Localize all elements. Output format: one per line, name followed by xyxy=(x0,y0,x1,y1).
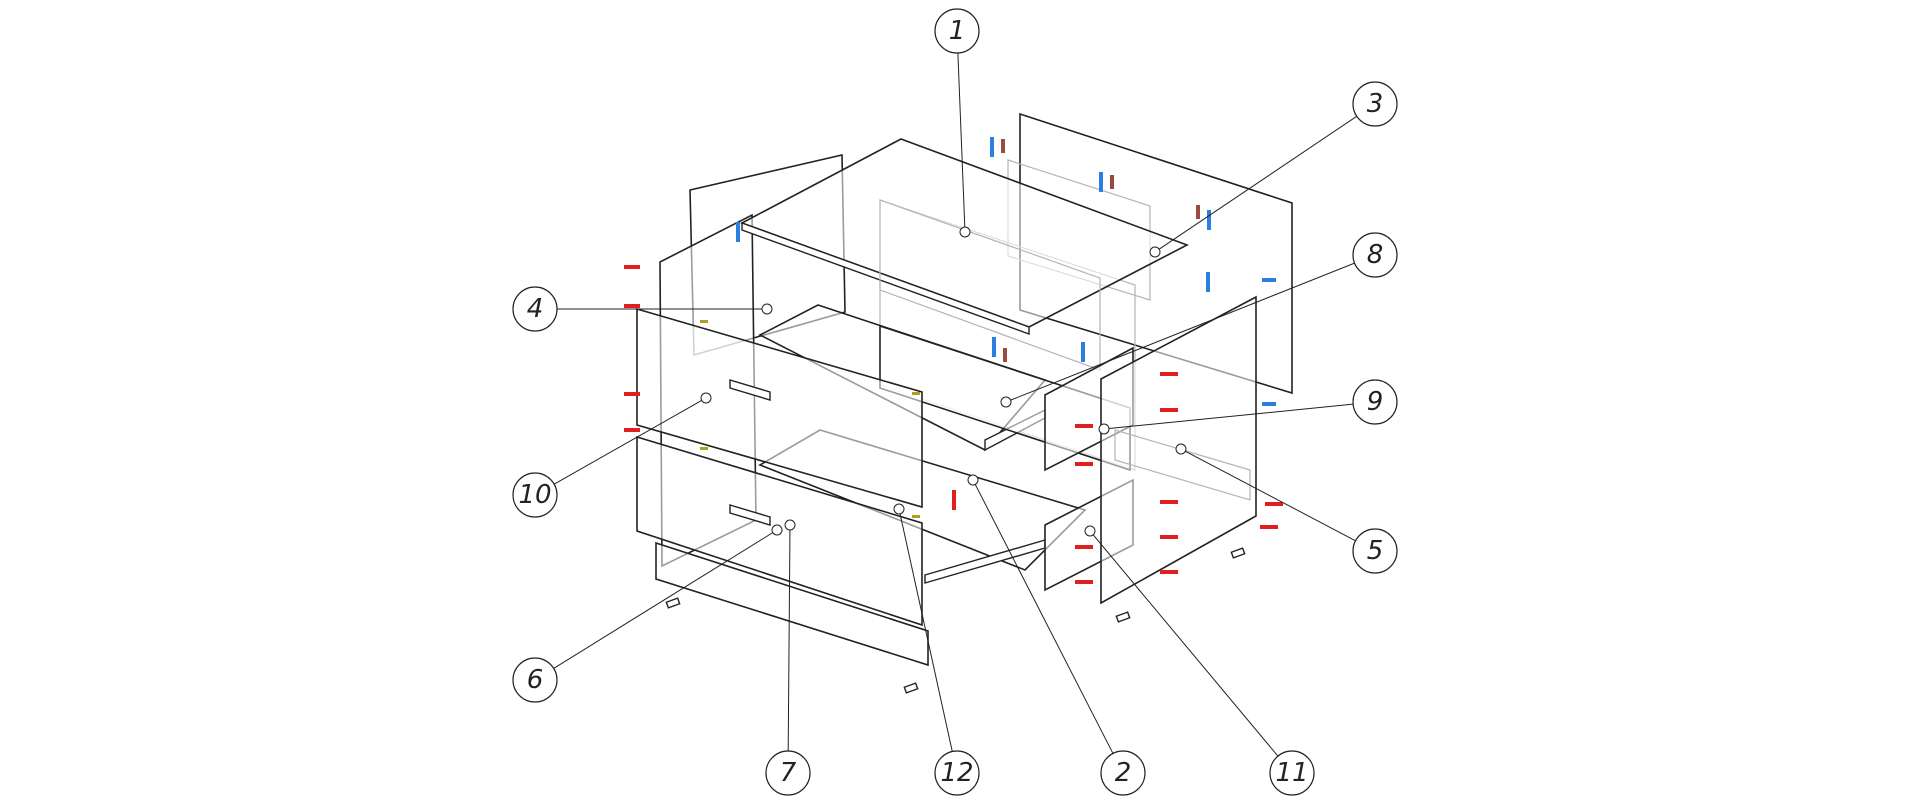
leader-anchor xyxy=(784,519,796,531)
leader-anchor xyxy=(959,226,971,238)
leader-line xyxy=(553,532,774,669)
upper-drawer-front xyxy=(636,307,923,509)
callout-bubble xyxy=(765,750,811,796)
callout-number: 9 xyxy=(1367,387,1384,417)
leader-line xyxy=(957,52,966,228)
leader-anchor xyxy=(761,303,773,315)
leader-line xyxy=(1092,534,1279,757)
callout-number: 7 xyxy=(780,758,797,788)
callout-12: 12 xyxy=(893,503,980,796)
callout-11: 11 xyxy=(1084,525,1315,796)
leader-anchor xyxy=(967,474,979,486)
leader-line xyxy=(1185,450,1356,542)
callout-number: 4 xyxy=(527,294,544,324)
leader-line xyxy=(1158,115,1358,250)
leader-line xyxy=(787,529,791,752)
callout-bubble xyxy=(1352,81,1398,127)
leader-anchor xyxy=(893,503,905,515)
callout-8: 8 xyxy=(1000,232,1398,408)
callout-bubble xyxy=(934,8,980,54)
leader-anchor xyxy=(771,524,783,536)
callout-2: 2 xyxy=(967,474,1146,796)
callout-number: 10 xyxy=(518,480,551,510)
callout-number: 12 xyxy=(940,758,973,788)
callout-bubble xyxy=(512,657,558,703)
callout-bubble xyxy=(934,750,980,796)
callout-bubble xyxy=(1100,750,1146,796)
fasteners xyxy=(624,137,1283,584)
leader-anchor xyxy=(1000,396,1012,408)
leader-line xyxy=(974,484,1114,754)
callout-7: 7 xyxy=(765,519,811,796)
leader-line xyxy=(1010,262,1355,401)
callout-number: 5 xyxy=(1367,536,1384,566)
callout-9: 9 xyxy=(1098,379,1398,435)
callout-10: 10 xyxy=(512,392,712,518)
leader-line xyxy=(553,400,702,485)
leader-anchor xyxy=(1084,525,1096,537)
callout-bubble xyxy=(512,472,558,518)
callout-number: 2 xyxy=(1115,758,1132,788)
callout-bubble xyxy=(512,286,558,332)
callout-number: 1 xyxy=(949,16,966,46)
callout-1: 1 xyxy=(934,8,980,238)
callout-bubble xyxy=(1352,379,1398,425)
feet xyxy=(665,547,1246,694)
leader-anchor xyxy=(1149,246,1161,258)
callout-3: 3 xyxy=(1149,81,1398,258)
callout-4: 4 xyxy=(512,286,773,332)
callout-bubble xyxy=(1352,528,1398,574)
callout-6: 6 xyxy=(512,524,783,703)
callout-number: 11 xyxy=(1275,758,1308,788)
leader-anchor xyxy=(700,392,712,404)
callout-5: 5 xyxy=(1175,443,1398,574)
leader-line xyxy=(1108,403,1354,430)
callout-number: 8 xyxy=(1367,240,1384,270)
plinth xyxy=(655,541,929,667)
leader-anchor xyxy=(1098,423,1110,435)
callout-bubble xyxy=(1352,232,1398,278)
leader-anchor xyxy=(1175,443,1187,455)
callout-number: 6 xyxy=(527,665,544,695)
callout-bubble xyxy=(1269,750,1315,796)
leader-line xyxy=(899,513,953,752)
callout-number: 3 xyxy=(1367,89,1384,119)
